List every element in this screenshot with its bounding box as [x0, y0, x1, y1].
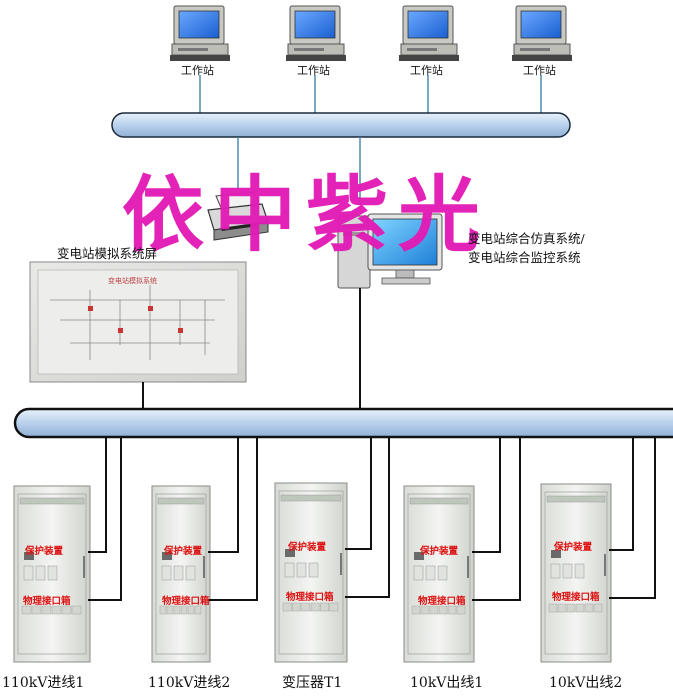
cabinet-4[interactable] [403, 485, 475, 663]
cabinet-2-links [208, 437, 258, 601]
cabinet-3-links [345, 437, 390, 598]
simulation-system-line-1: 变电站综合仿真系统/ [468, 231, 585, 246]
upper-bus-links [237, 137, 361, 205]
cabinet-3-interface-text: 物理接口箱 [286, 592, 334, 603]
cabinet-3-label: 变压器T1 [282, 675, 343, 691]
lower-network-bus [13, 407, 673, 439]
cabinet-1-interface-text: 物理接口箱 [23, 596, 71, 607]
cabinet-5-interface-text: 物理接口箱 [552, 592, 600, 603]
workstation-2[interactable] [286, 5, 346, 61]
cabinet-5-label: 10kV出线2 [549, 675, 623, 691]
workstation-3-label: 工作站 [410, 64, 443, 77]
cabinets-layer [13, 437, 656, 663]
cabinet-2-interface-text: 物理接口箱 [162, 596, 210, 607]
simulation-screen-panel: 变电站模拟系统 [29, 261, 247, 383]
cabinet-1-label: 110kV进线1 [2, 675, 85, 691]
printer-icon [207, 191, 269, 241]
workstation-1[interactable] [170, 5, 230, 61]
cabinet-4-label: 10kV出线1 [410, 675, 484, 691]
cabinet-1-links [88, 437, 122, 601]
cabinet-2-label: 110kV进线2 [148, 675, 231, 691]
workstation-4-label: 工作站 [523, 64, 556, 77]
cabinet-3-protection-text: 保护装置 [288, 542, 327, 553]
cabinet-4-links [472, 437, 521, 601]
simulation-screen-label: 变电站模拟系统屏 [57, 246, 158, 261]
workstation-1-label: 工作站 [181, 64, 214, 77]
svg-text:变电站模拟系统: 变电站模拟系统 [108, 276, 157, 285]
cabinet-5-protection-text: 保护装置 [554, 542, 593, 553]
lower-bus-uplinks [142, 288, 361, 410]
workstation-2-label: 工作站 [297, 64, 330, 77]
simulation-system-line-2: 变电站综合监控系统 [468, 250, 581, 265]
cabinet-1-protection-text: 保护装置 [25, 546, 64, 557]
cabinet-5-links [609, 437, 656, 599]
workstation-3[interactable] [399, 5, 459, 61]
cabinet-4-protection-text: 保护装置 [420, 546, 459, 557]
workstation-links [199, 75, 542, 113]
cabinet-5[interactable] [540, 483, 612, 663]
cabinet-1[interactable] [13, 485, 91, 663]
workstation-4[interactable] [512, 5, 572, 61]
simulation-computer-icon[interactable] [337, 213, 443, 289]
simulation-system-label: 变电站综合仿真系统/ 变电站综合监控系统 [468, 229, 585, 267]
cabinet-4-interface-text: 物理接口箱 [418, 596, 466, 607]
cabinet-3[interactable] [274, 482, 348, 663]
cabinet-2[interactable] [151, 485, 211, 663]
upper-network-bus [111, 112, 571, 138]
watermark-text: 依中紫光 [122, 167, 491, 263]
cabinet-2-protection-text: 保护装置 [164, 546, 203, 557]
